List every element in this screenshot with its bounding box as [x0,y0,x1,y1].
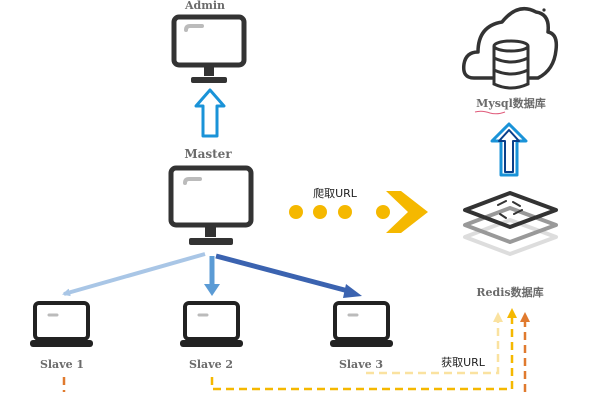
slave-1-label: Slave 1 [40,358,84,371]
master-to-admin-arrow [194,88,226,138]
crawl-url-label: 爬取URL [313,187,358,200]
mysql-underline-decoration [474,110,506,115]
redis-label: Redis数据库 [476,285,543,299]
admin-label: Admin [184,0,225,12]
slave-2-laptop-icon [180,301,243,347]
redis-layers-icon [463,191,558,256]
redis-to-mysql-arrow [490,122,528,177]
master-to-slaves-arrows [62,252,362,298]
master-label: Master [184,147,232,161]
admin-monitor-icon [171,14,247,83]
slave-3-laptop-icon [330,301,393,347]
mysql-cloud-database-icon [461,6,559,90]
fetch-url-dashed-lines [62,308,530,392]
slave-3-label: Slave 3 [339,358,383,371]
crawl-url-arrow [289,191,428,233]
slave-2-label: Slave 2 [189,358,233,371]
slave-1-laptop-icon [30,301,93,347]
mysql-label: Mysql数据库 [476,96,546,110]
fetch-url-label: 获取URL [441,356,486,369]
master-monitor-icon [168,165,254,245]
